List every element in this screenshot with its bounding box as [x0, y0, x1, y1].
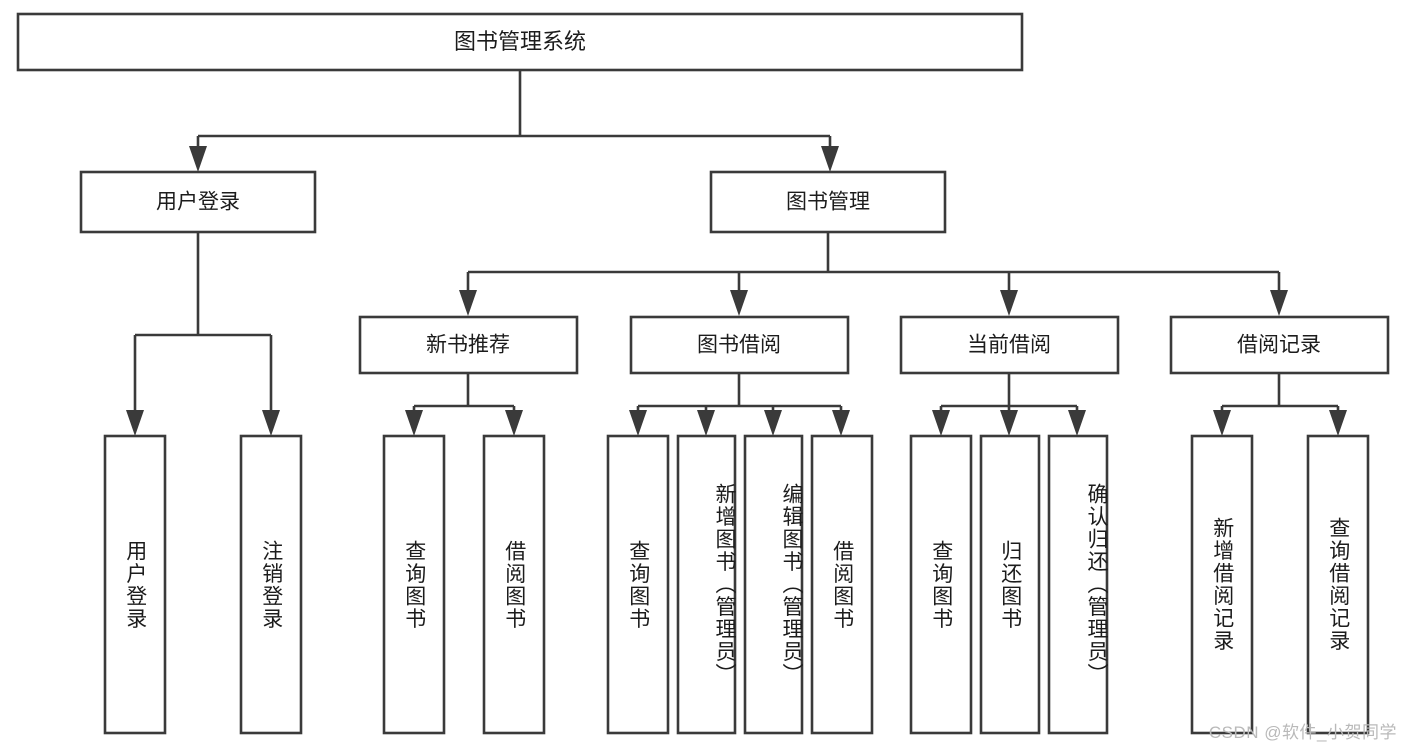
arrow-to-leaf-br-1 — [1213, 410, 1231, 436]
arrow-to-leaf-cb-1 — [932, 410, 950, 436]
leaf-box-bb-query-book[interactable] — [606, 434, 670, 735]
arrow-to-leaf-nbr-2 — [505, 410, 523, 436]
node-book-manage-label: 图书管理 — [786, 191, 870, 214]
leaf-box-nbr-query-book[interactable] — [382, 434, 446, 735]
arrow-to-new-book-recommend — [459, 290, 477, 316]
leaf-box-cb-confirm-return[interactable] — [1047, 434, 1109, 735]
leaf-box-logout[interactable] — [239, 434, 303, 735]
node-new-book-recommend-box[interactable] — [358, 315, 579, 375]
node-borrow-record-label: 借阅记录 — [1237, 334, 1321, 357]
arrow-to-leaf-logout — [262, 410, 280, 436]
arrow-to-leaf-cb-3 — [1068, 410, 1086, 436]
leaf-box-bb-borrow-book[interactable] — [810, 434, 874, 735]
csdn-watermark: CSDN @软件_小贺同学 — [1208, 723, 1397, 742]
arrow-to-leaf-user-login — [126, 410, 144, 436]
arrow-to-leaf-bb-2 — [697, 410, 715, 436]
node-new-book-recommend-label: 新书推荐 — [426, 334, 510, 357]
node-root-label: 图书管理系统 — [454, 29, 586, 54]
arrow-to-leaf-bb-3 — [764, 410, 782, 436]
node-book-borrow-label: 图书借阅 — [697, 334, 781, 357]
arrow-to-leaf-bb-1 — [629, 410, 647, 436]
node-book-borrow-box[interactable] — [629, 315, 850, 375]
leaf-box-bb-edit-book[interactable] — [743, 434, 804, 735]
arrow-to-leaf-cb-2 — [1000, 410, 1018, 436]
leaf-box-br-add-record[interactable] — [1190, 434, 1254, 735]
arrow-to-borrow-record — [1270, 290, 1288, 316]
leaf-box-br-query-record[interactable] — [1306, 434, 1370, 735]
arrow-to-book-borrow — [730, 290, 748, 316]
leaf-box-bb-add-book[interactable] — [676, 434, 737, 735]
leaf-box-nbr-borrow-book[interactable] — [482, 434, 546, 735]
leaf-box-user-login[interactable] — [103, 434, 167, 735]
node-current-borrow-box[interactable] — [899, 315, 1120, 375]
node-root-box[interactable] — [16, 12, 1024, 72]
arrow-to-user-login — [189, 146, 207, 172]
arrow-to-leaf-br-2 — [1329, 410, 1347, 436]
arrow-to-current-borrow — [1000, 290, 1018, 316]
arrow-to-leaf-bb-4 — [832, 410, 850, 436]
node-borrow-record-box[interactable] — [1169, 315, 1390, 375]
leaf-box-cb-return-book[interactable] — [979, 434, 1041, 735]
arrow-to-book-manage — [821, 146, 839, 172]
leaf-box-cb-query-book[interactable] — [909, 434, 973, 735]
arrow-to-leaf-nbr-1 — [405, 410, 423, 436]
node-current-borrow-label: 当前借阅 — [967, 334, 1051, 357]
node-book-manage-box[interactable] — [709, 170, 947, 234]
node-user-login-label: 用户登录 — [156, 191, 240, 214]
